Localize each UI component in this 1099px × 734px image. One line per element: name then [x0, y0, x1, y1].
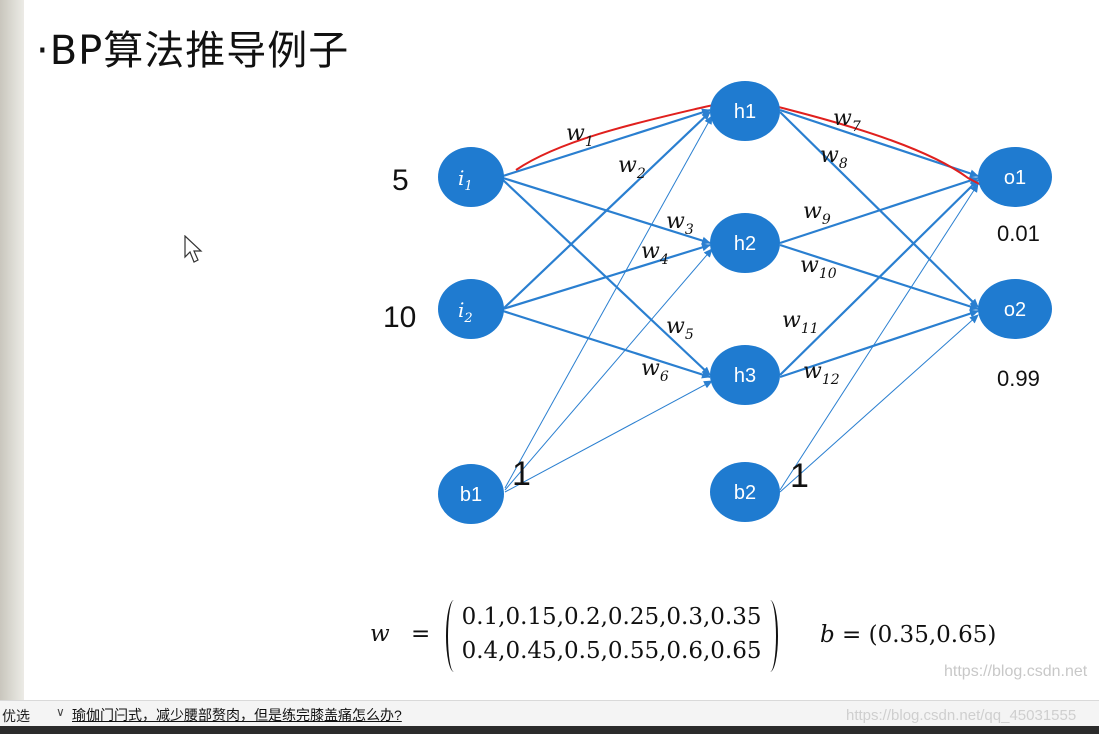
bias-symbol: b	[820, 622, 835, 648]
node-b2-label: b2	[734, 482, 756, 504]
weight-label-w12: w12	[803, 359, 840, 388]
watermark: https://blog.csdn.net	[944, 663, 1088, 680]
input-value-i1: 5	[392, 164, 409, 197]
node-o1-label: o1	[1004, 167, 1026, 189]
weight-label-w1: w1	[566, 121, 594, 150]
node-h3-label: h3	[734, 365, 756, 387]
edge-h3-o2	[779, 309, 979, 379]
edge-i1-h1	[502, 108, 711, 178]
node-h2	[710, 213, 780, 273]
weights-row-1: 0.1,0.15,0.2,0.25,0.3,0.35	[461, 604, 762, 630]
mouse-pointer-icon	[184, 235, 203, 263]
weight-label-w10: w10	[800, 253, 837, 282]
highlight-path	[515, 101, 1023, 199]
node-i2-label: i2	[458, 298, 473, 326]
node-b1-label: b1	[460, 484, 482, 506]
neural-network-diagram: i1 i2 b1 h1 h2 h3 b2 o1 o2 w1 w2 w3 w4 w…	[383, 81, 1052, 524]
edge-b2-o2	[779, 314, 979, 493]
target-value-o1: 0.01	[997, 221, 1040, 246]
weights-equals: =	[411, 621, 431, 647]
edge-i2-h1	[502, 111, 711, 310]
weights-matrix: 0.1,0.15,0.2,0.25,0.3,0.35 0.4,0.45,0.5,…	[445, 600, 778, 672]
weights-formula: w = 0.1,0.15,0.2,0.25,0.3,0.35 0.4,0.45,…	[364, 600, 778, 672]
target-value-o2: 0.99	[997, 366, 1040, 391]
chevron-down-icon[interactable]: ∨	[56, 705, 65, 719]
node-i1	[438, 147, 504, 207]
window-edge	[0, 0, 24, 700]
input-value-i2: 10	[383, 301, 416, 334]
slide-canvas	[24, 0, 1099, 693]
node-i1-label: i1	[458, 166, 473, 194]
node-h1-label: h1	[734, 101, 756, 123]
bias-formula: b = (0.35,0.65)	[820, 622, 996, 648]
weights-row-2: 0.4,0.45,0.5,0.55,0.6,0.65	[461, 638, 762, 664]
weight-label-w8: w8	[820, 143, 848, 172]
edge-b2-o1	[779, 183, 979, 491]
node-b1	[438, 464, 504, 524]
edge-b1-h2	[504, 248, 713, 491]
edge-i2-h3	[502, 309, 711, 379]
node-b2	[710, 462, 780, 522]
bias-value-b2: 1	[790, 457, 809, 495]
edge-h1-o1	[779, 108, 979, 178]
weight-label-w7: w7	[833, 106, 861, 135]
slide-title: ·BP算法推导例子	[36, 28, 350, 74]
node-h3	[710, 345, 780, 405]
weight-label-w5: w5	[666, 314, 694, 343]
edge-h3-o1	[779, 179, 979, 376]
status-label: 优选	[2, 708, 30, 724]
weight-label-w3: w3	[666, 209, 694, 238]
matrix-right-paren	[762, 600, 778, 672]
node-o2-label: o2	[1004, 299, 1026, 321]
node-o2	[978, 279, 1052, 339]
bias-equals: =	[842, 622, 862, 648]
node-o1	[978, 147, 1052, 207]
edge-b1-h1	[504, 115, 713, 489]
weight-label-w9: w9	[803, 199, 831, 228]
status-news-link[interactable]: 瑜伽门闩式，减少腰部赘肉，但是练完膝盖痛怎么办?	[72, 707, 402, 723]
bias-vector: (0.35,0.65)	[868, 622, 997, 648]
bias-value-b1: 1	[512, 455, 531, 493]
url-watermark: https://blog.csdn.net/qq_45031555	[846, 707, 1077, 724]
weight-label-w11: w11	[782, 308, 819, 337]
node-h2-label: h2	[734, 233, 756, 255]
node-h1	[710, 81, 780, 141]
taskbar	[0, 726, 1099, 734]
edge-h2-o1	[779, 176, 979, 245]
status-bar: 优选 ∨ 瑜伽门闩式，减少腰部赘肉，但是练完膝盖痛怎么办?	[0, 700, 1099, 727]
weights-symbol: w	[370, 621, 390, 647]
node-i2	[438, 279, 504, 339]
weight-label-w2: w2	[618, 153, 646, 182]
edge-b1-h3	[504, 380, 713, 493]
matrix-left-paren	[445, 600, 462, 672]
edge-i2-h2	[502, 243, 711, 311]
weight-label-w6: w6	[641, 356, 669, 385]
weight-label-w4: w4	[641, 239, 669, 268]
